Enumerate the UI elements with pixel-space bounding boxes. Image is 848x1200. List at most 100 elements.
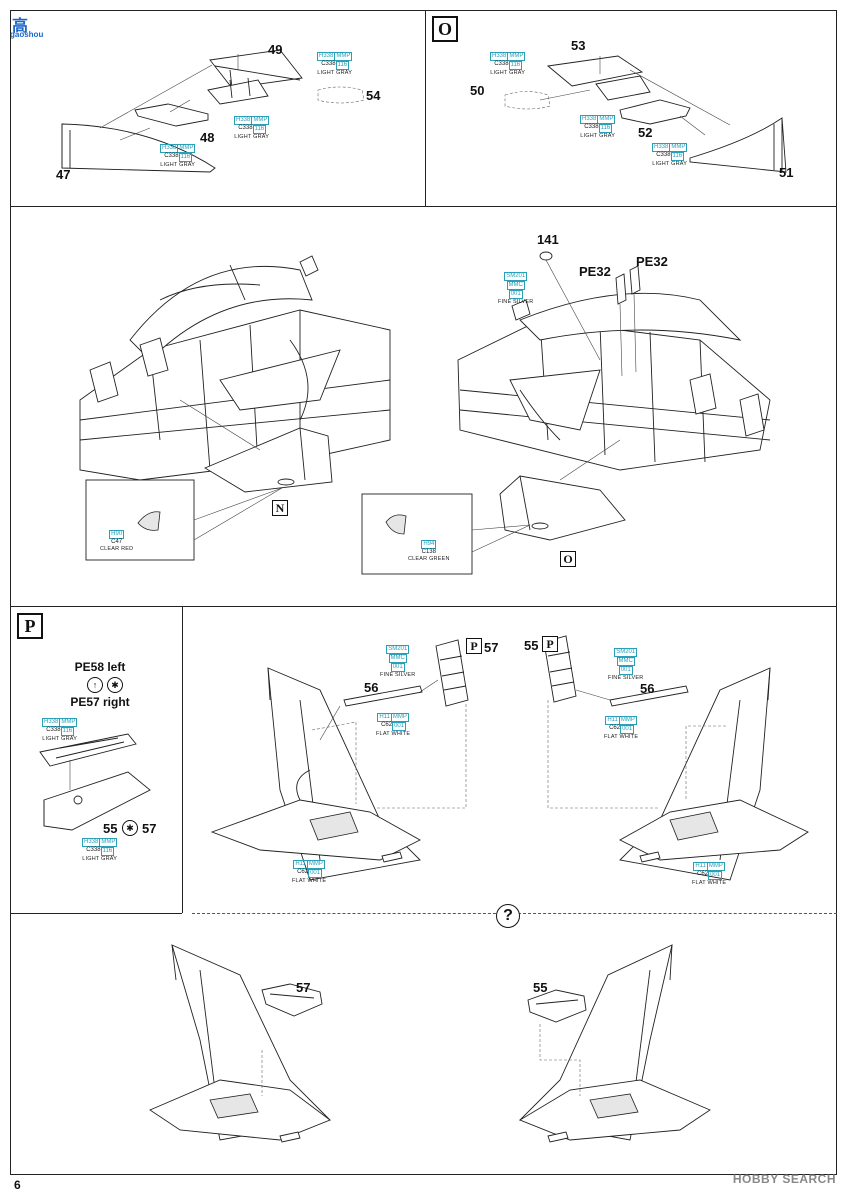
paint-name: LIGHT GRAY [652, 161, 688, 167]
part-47-label: 47 [56, 167, 71, 182]
page-number: 6 [14, 1178, 21, 1192]
paint-code: 001 [508, 290, 523, 299]
paint-name: FLAT WHITE [376, 731, 411, 737]
part-pe32-label: PE32 [636, 254, 668, 269]
paint-code: C138 [421, 549, 436, 555]
paint-code: MMC [388, 654, 407, 663]
paint-code: MMP [507, 52, 526, 61]
paint-callout-clear-green: H94 C138 CLEAR GREEN [408, 540, 450, 563]
paint-code: MMP [618, 716, 637, 725]
divider-2 [10, 606, 837, 607]
paint-code: C338 [86, 847, 101, 853]
part-52-label: 52 [638, 125, 653, 140]
paint-code: 116 [598, 124, 613, 133]
paint-code: MMP [306, 860, 325, 869]
part-48-label: 48 [200, 130, 215, 145]
paint-code: C62 [297, 869, 309, 875]
paint-name: LIGHT GRAY [82, 856, 118, 862]
watermark-logo: 高 gaoshou [10, 12, 72, 42]
paint-callout-fine-silver: SM201 MMC 001 FINE SILVER [608, 648, 643, 682]
paint-code: 001 [390, 663, 405, 672]
part-55-label: 55 [533, 980, 548, 995]
paint-code: 001 [308, 869, 323, 878]
paint-code: MMP [251, 116, 270, 125]
paint-code: H90 [109, 530, 125, 539]
part-57-label: 57 [296, 980, 311, 995]
paint-code: C62 [697, 871, 709, 877]
step-box-N: N [272, 500, 288, 516]
paint-name: FINE SILVER [498, 299, 534, 305]
part-54-label: 54 [366, 88, 381, 103]
paint-code: 116 [508, 61, 523, 70]
fold-down-icon: ✱ [122, 820, 138, 836]
paint-code: C62 [381, 722, 393, 728]
paint-code: MMP [177, 144, 196, 153]
step-box-O: O [560, 551, 576, 567]
divider-1 [10, 206, 837, 207]
divider-top [425, 10, 426, 206]
part-50-label: 50 [470, 83, 485, 98]
step-p-right-label: PE57 right [70, 695, 130, 709]
paint-code: MMP [597, 115, 616, 124]
paint-code: 116 [335, 61, 350, 70]
part-56-label: 56 [364, 680, 379, 695]
step-p-left-label: PE58 left [74, 660, 126, 674]
step-box-P: P [466, 638, 482, 654]
optional-icon: ? [496, 904, 520, 928]
paint-code: MMP [99, 838, 118, 847]
paint-code: MMC [616, 657, 635, 666]
paint-code: MMP [59, 718, 78, 727]
paint-name: FLAT WHITE [292, 878, 327, 884]
paint-name: FLAT WHITE [604, 734, 639, 740]
paint-name: LIGHT GRAY [490, 70, 526, 76]
paint-code: SM201 [614, 648, 638, 657]
paint-code: C338 [46, 727, 61, 733]
paint-code: C338 [584, 124, 599, 130]
part-49-label: 49 [268, 42, 283, 57]
paint-callout-fine-silver: SM201 MMC 001 FINE SILVER [498, 272, 533, 306]
paint-code: MMP [390, 713, 409, 722]
step-box-O: O [432, 16, 458, 42]
paint-code: 116 [60, 727, 75, 736]
paint-code: MMC [506, 281, 525, 290]
paint-code: C338 [656, 152, 671, 158]
paint-name: LIGHT GRAY [42, 736, 78, 742]
fold-down-icon: ✱ [107, 677, 123, 693]
paint-code: H94 [421, 540, 437, 549]
paint-name: LIGHT GRAY [160, 162, 196, 168]
paint-code: 116 [100, 847, 115, 856]
paint-code: 116 [178, 153, 193, 162]
divider-p [182, 606, 183, 913]
part-57-label: 57 [142, 821, 157, 836]
paint-code: MMP [706, 862, 725, 871]
part-55-label: 55 [103, 821, 118, 836]
paint-name: FINE SILVER [380, 672, 416, 678]
paint-code: SM201 [386, 645, 410, 654]
paint-code: C338 [494, 61, 509, 67]
paint-code: C47 [111, 539, 123, 545]
paint-code: C338 [321, 61, 336, 67]
paint-code: 001 [392, 722, 407, 731]
paint-code: C62 [609, 725, 621, 731]
paint-code: C338 [164, 153, 179, 159]
fold-up-icon: ↑ [87, 677, 103, 693]
part-pe32-label: PE32 [579, 264, 611, 279]
